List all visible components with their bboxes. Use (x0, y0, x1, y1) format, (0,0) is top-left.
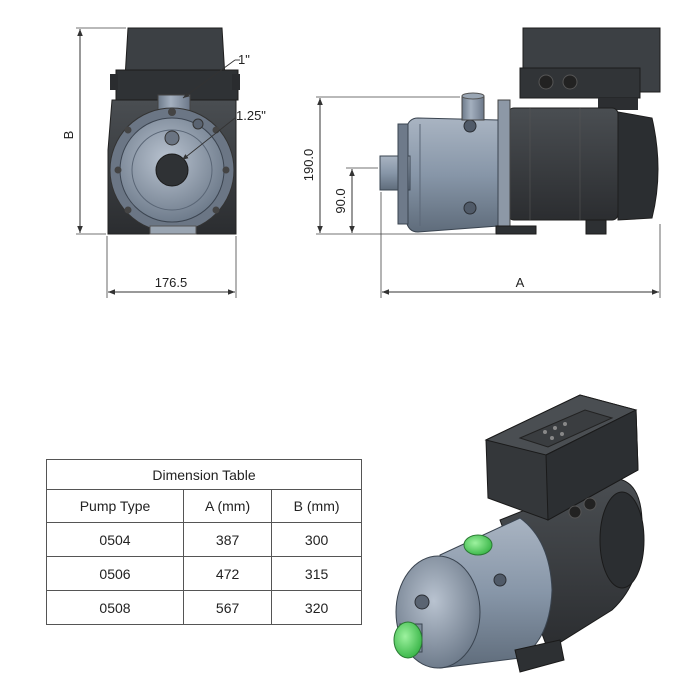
front-gland-right (232, 74, 240, 90)
iso-inlet-port (393, 621, 423, 659)
dim-height-label: 190.0 (301, 149, 316, 182)
front-view: B 176.5 1" 1.25" (61, 27, 266, 298)
table-cell: 300 (271, 522, 362, 557)
table-row: 0508 567 320 (46, 590, 362, 625)
table-cell: 0506 (46, 556, 184, 591)
side-foot (495, 225, 537, 235)
table-header-row: Pump Type A (mm) B (mm) (46, 489, 362, 523)
table-cell: 315 (271, 556, 362, 591)
side-view: 190.0 90.0 A (301, 27, 661, 298)
iso-foot (514, 639, 565, 673)
table-title-row: Dimension Table (46, 459, 362, 490)
port-outlet-label: 1" (238, 52, 250, 67)
front-foot (149, 225, 197, 235)
table-cell: 567 (182, 590, 273, 625)
table-cell: 387 (182, 522, 273, 557)
table-header-cell: A (mm) (182, 489, 273, 523)
table-title: Dimension Table (46, 459, 362, 490)
side-motor-endcap (617, 111, 659, 221)
table-header-cell: Pump Type (46, 489, 184, 523)
dim-inlet-label: 90.0 (333, 188, 348, 213)
port-inlet-label: 1.25" (236, 108, 266, 123)
dim-b-front-label: B (61, 131, 76, 140)
dim-width-label: 176.5 (155, 275, 188, 290)
front-gland-left (110, 74, 118, 90)
table-header-cell: B (mm) (271, 489, 362, 523)
table-cell: 0508 (46, 590, 184, 625)
table-cell: 472 (182, 556, 273, 591)
front-plug (164, 130, 180, 146)
dim-a-label: A (516, 275, 525, 290)
side-outlet-pipe (461, 95, 485, 121)
table-row: 0504 387 300 (46, 522, 362, 557)
side-gland-2 (562, 74, 578, 90)
side-gland-1 (538, 74, 554, 90)
side-flange (497, 99, 511, 233)
iso-outlet-port (463, 534, 493, 556)
front-inlet-port (155, 153, 189, 187)
table-cell: 320 (271, 590, 362, 625)
isometric-view (393, 394, 645, 673)
table-row: 0506 472 315 (46, 556, 362, 591)
side-motor (507, 107, 619, 221)
dimension-table: Dimension Table Pump Type A (mm) B (mm) … (46, 459, 362, 625)
table-cell: 0504 (46, 522, 184, 557)
